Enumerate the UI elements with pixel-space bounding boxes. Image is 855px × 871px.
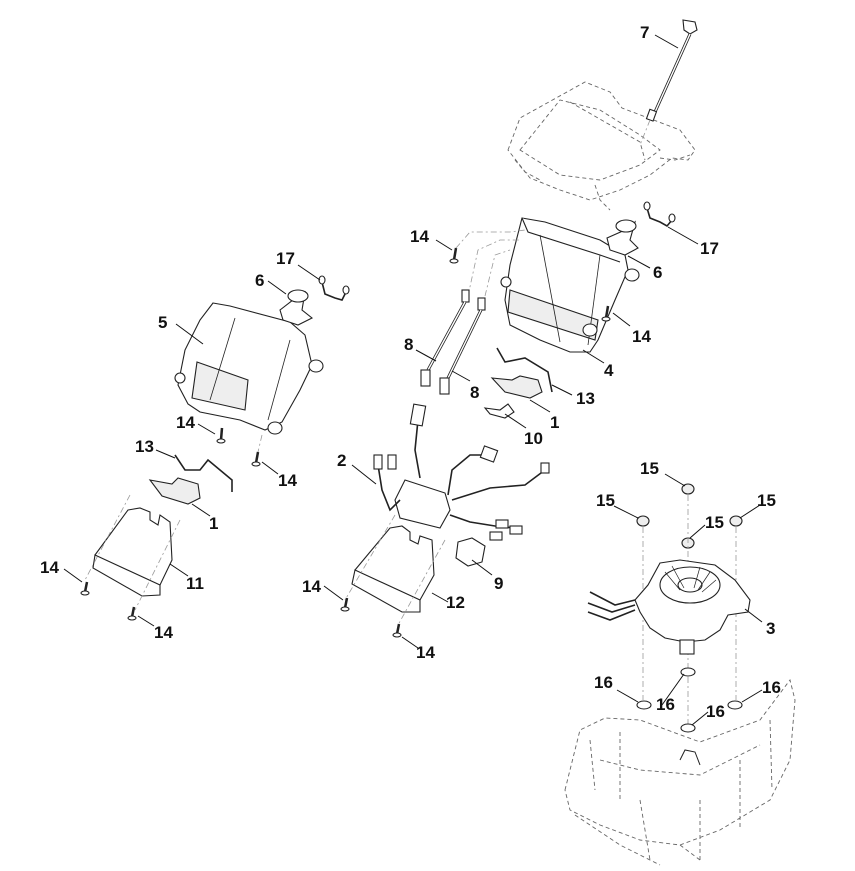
callout-14[interactable]: 14 [278, 471, 297, 490]
nut-15-b[interactable] [636, 515, 650, 527]
screw-14-c[interactable] [216, 427, 226, 444]
callout-13[interactable]: 13 [135, 437, 154, 456]
screw-14-g[interactable] [340, 597, 350, 612]
callout-11[interactable]: 11 [186, 574, 204, 593]
part-13-wire-left[interactable] [174, 454, 233, 492]
callout-2[interactable]: 2 [337, 451, 346, 470]
callout-16[interactable]: 16 [656, 695, 675, 714]
callout-14[interactable]: 14 [176, 413, 195, 432]
callout-14[interactable]: 14 [416, 643, 435, 662]
callout-labels: 7 14 17 6 14 4 8 8 13 1 10 17 6 5 14 14 … [40, 23, 781, 721]
part-8-cable-b[interactable] [439, 297, 486, 395]
callout-13[interactable]: 13 [576, 389, 595, 408]
part-5-housing[interactable] [174, 302, 324, 435]
part-13-wire-right[interactable] [496, 347, 553, 393]
part-10-clip[interactable] [483, 403, 515, 419]
callout-15[interactable]: 15 [757, 491, 776, 510]
callout-14[interactable]: 14 [154, 623, 173, 642]
callout-12[interactable]: 12 [446, 593, 465, 612]
callout-17[interactable]: 17 [276, 249, 295, 268]
callout-16[interactable]: 16 [706, 702, 725, 721]
part-9-ferrite[interactable] [455, 537, 486, 567]
part-1-connector-left[interactable] [148, 477, 201, 505]
part-8-cable-a[interactable] [420, 289, 470, 387]
callout-15[interactable]: 15 [705, 513, 724, 532]
washer-16-b[interactable] [636, 700, 652, 710]
callout-9[interactable]: 9 [494, 574, 503, 593]
callout-8[interactable]: 8 [470, 383, 479, 402]
part-2-control-module[interactable] [373, 403, 550, 541]
screw-14-h[interactable] [392, 623, 402, 638]
leader-lines [63, 34, 763, 726]
callout-17[interactable]: 17 [700, 239, 719, 258]
part-1-connector-right[interactable] [490, 375, 543, 399]
nut-15-a[interactable] [681, 483, 695, 495]
callout-10[interactable]: 10 [524, 429, 543, 448]
part-12-base[interactable] [344, 514, 446, 626]
washer-16-c[interactable] [680, 723, 696, 733]
part-6-clip-right[interactable] [606, 219, 639, 256]
screw-14-f[interactable] [127, 606, 137, 621]
part-17-spring-left[interactable] [318, 275, 350, 301]
callout-1[interactable]: 1 [209, 514, 218, 533]
callout-6[interactable]: 6 [255, 271, 264, 290]
callout-4[interactable]: 4 [604, 361, 614, 380]
washer-16-a[interactable] [680, 667, 696, 677]
callout-5[interactable]: 5 [158, 313, 167, 332]
nut-15-c[interactable] [729, 515, 743, 527]
part-17-spring-right[interactable] [643, 201, 676, 228]
screw-14-e[interactable] [80, 581, 90, 596]
screw-14-d[interactable] [251, 451, 261, 467]
callout-8[interactable]: 8 [404, 335, 413, 354]
callout-15[interactable]: 15 [596, 491, 615, 510]
callout-3[interactable]: 3 [766, 619, 775, 638]
chassis-ghost [564, 678, 796, 866]
part-3-motor[interactable] [587, 559, 751, 655]
screw-14-b[interactable] [601, 305, 611, 322]
part-7-cable[interactable] [639, 19, 698, 146]
callout-16[interactable]: 16 [594, 673, 613, 692]
callout-14[interactable]: 14 [632, 327, 651, 346]
screw-14-a[interactable] [449, 247, 459, 264]
callout-6[interactable]: 6 [653, 263, 662, 282]
part-11-base[interactable] [84, 494, 181, 611]
callout-16[interactable]: 16 [762, 678, 781, 697]
part-4-housing[interactable] [500, 217, 640, 353]
callout-7[interactable]: 7 [640, 23, 649, 42]
callout-1[interactable]: 1 [550, 413, 559, 432]
callout-15[interactable]: 15 [640, 459, 659, 478]
part-6-clip-left[interactable] [279, 289, 314, 326]
callout-14[interactable]: 14 [302, 577, 321, 596]
callout-14[interactable]: 14 [40, 558, 59, 577]
top-housing-ghost [507, 81, 696, 211]
washer-16-d[interactable] [727, 700, 743, 710]
callout-14[interactable]: 14 [410, 227, 429, 246]
